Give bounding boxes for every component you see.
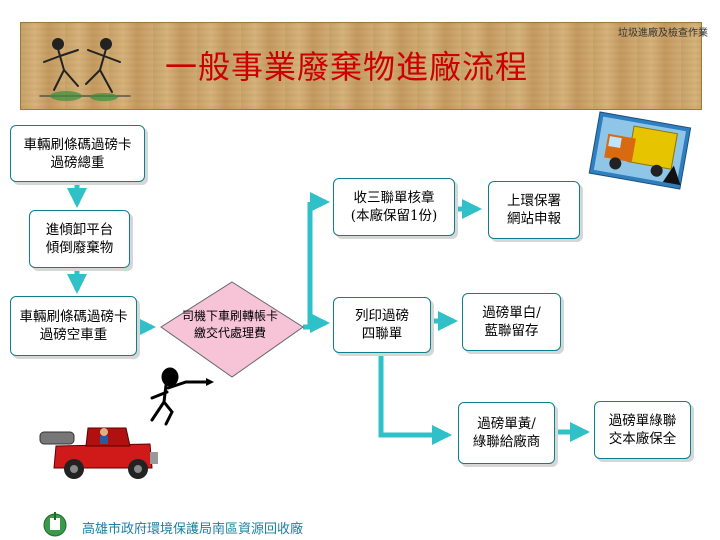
title-banner <box>20 22 702 110</box>
step-weigh-empty: 車輛刷條碼過磅卡 過磅空車重 <box>10 296 137 356</box>
step-dump-waste: 進傾卸平台 傾倒廢棄物 <box>29 210 130 268</box>
step-give-yellow-green: 過磅單黃/ 綠聯給廠商 <box>458 402 555 464</box>
step-weigh-total-label: 車輛刷條碼過磅卡 過磅總重 <box>23 136 132 171</box>
corner-label: 垃圾進廠及檢查作業 <box>618 28 708 39</box>
banner-wood-texture <box>21 23 701 109</box>
step-keep-white-blue-label: 過磅單白/ 藍聯留存 <box>482 305 541 339</box>
step-dump-waste-label: 進傾卸平台 傾倒廢棄物 <box>45 222 114 256</box>
footer-org-name: 高雄市政府環境保護局南區資源回收廠 <box>82 522 304 537</box>
step-epa-report-label: 上環保署 網站申報 <box>507 193 561 227</box>
arrow-s6-s8 <box>378 354 452 445</box>
decision-diamond <box>160 281 304 378</box>
page-title: 一般事業廢棄物進廠流程 <box>165 48 529 86</box>
step-stamp-manifest: 收三聯單核章 (本廠保留1份) <box>333 178 455 236</box>
step-weigh-total: 車輛刷條碼過磅卡 過磅總重 <box>10 125 145 182</box>
step-print-ticket: 列印過磅 四聯單 <box>333 297 431 353</box>
step-keep-green-label: 過磅單綠聯 交本廠保全 <box>608 413 677 447</box>
step-give-yellow-green-label: 過磅單黃/ 綠聯給廠商 <box>472 416 541 450</box>
step-epa-report: 上環保署 網站申報 <box>488 181 580 239</box>
step-stamp-manifest-label: 收三聯單核章 (本廠保留1份) <box>350 190 438 224</box>
step-keep-white-blue: 過磅單白/ 藍聯留存 <box>462 293 561 351</box>
step-keep-green: 過磅單綠聯 交本廠保全 <box>594 401 691 459</box>
decision-diamond-label: 司機下車刷轉帳卡 繳交代處理費 <box>181 309 278 340</box>
step-weigh-empty-label: 車輛刷條碼過磅卡 過磅空車重 <box>19 309 128 343</box>
step-print-ticket-label: 列印過磅 四聯單 <box>355 308 409 342</box>
